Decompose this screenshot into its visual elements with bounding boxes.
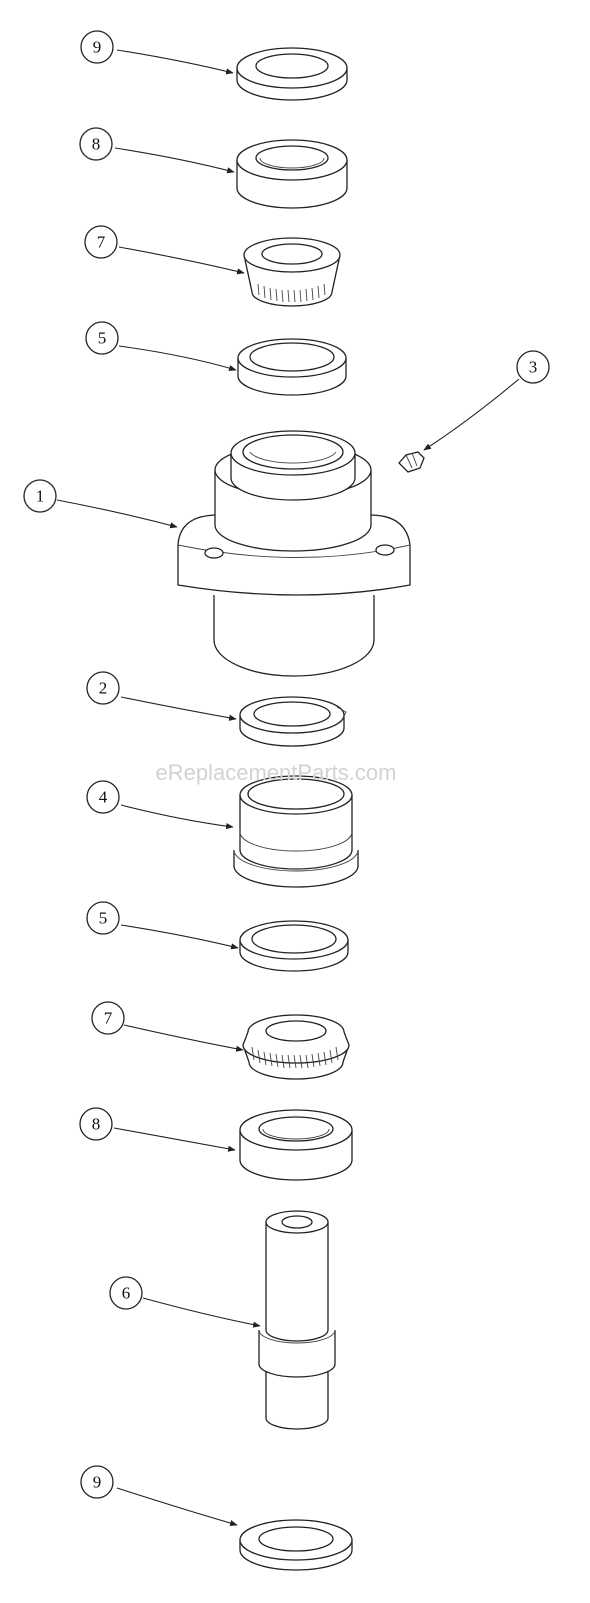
callout-1: 1 bbox=[23, 479, 57, 513]
svg-text:9: 9 bbox=[93, 1473, 102, 1492]
svg-text:6: 6 bbox=[122, 1284, 131, 1303]
part-4-spacer-sleeve bbox=[233, 775, 359, 888]
leader-line-3 bbox=[423, 378, 520, 451]
callout-9-top: 9 bbox=[80, 30, 114, 64]
svg-text:5: 5 bbox=[98, 329, 107, 348]
svg-text:8: 8 bbox=[92, 135, 101, 154]
svg-text:9: 9 bbox=[93, 38, 102, 57]
part-6-spindle-shaft bbox=[258, 1210, 336, 1430]
callout-5-top: 5 bbox=[85, 321, 119, 355]
callout-2: 2 bbox=[86, 671, 120, 705]
callout-7-bottom: 7 bbox=[91, 1001, 125, 1035]
part-5-bottom-bearing-cup bbox=[239, 920, 349, 972]
callout-3: 3 bbox=[516, 350, 550, 384]
svg-text:1: 1 bbox=[36, 487, 45, 506]
leader-line-2 bbox=[120, 696, 237, 721]
watermark-text: eReplacementParts.com bbox=[156, 760, 397, 785]
part-1-spindle-housing bbox=[177, 430, 411, 677]
callout-6: 6 bbox=[109, 1276, 143, 1310]
leader-line-7-bottom bbox=[123, 1024, 244, 1052]
part-8-top-bearing-race bbox=[236, 139, 348, 209]
leader-line-8-bottom bbox=[113, 1127, 236, 1152]
leader-line-7-top bbox=[118, 246, 245, 275]
svg-text:3: 3 bbox=[529, 358, 538, 377]
svg-text:7: 7 bbox=[104, 1009, 113, 1028]
part-8-bottom-bearing-race bbox=[239, 1109, 353, 1181]
callout-8-bottom: 8 bbox=[79, 1107, 113, 1141]
leader-line-5-bottom bbox=[120, 924, 239, 950]
leader-line-9-bottom bbox=[116, 1487, 238, 1527]
part-9-bottom-washer bbox=[239, 1519, 353, 1571]
callout-5-bottom: 5 bbox=[86, 901, 120, 935]
leader-line-8-top bbox=[114, 147, 235, 174]
leader-line-5-top bbox=[118, 345, 237, 372]
svg-text:2: 2 bbox=[99, 679, 108, 698]
part-7-top-roller-bearing bbox=[243, 237, 341, 307]
leader-line-9-top bbox=[116, 49, 234, 75]
svg-text:4: 4 bbox=[99, 788, 108, 807]
part-7-bottom-roller-bearing bbox=[242, 1014, 350, 1080]
leader-line-6 bbox=[142, 1297, 261, 1328]
part-3-grease-fitting bbox=[398, 451, 425, 473]
callout-7-top: 7 bbox=[84, 225, 118, 259]
leader-line-1 bbox=[56, 499, 178, 529]
part-5-top-bearing-cup bbox=[237, 338, 347, 396]
callout-8-top: 8 bbox=[79, 127, 113, 161]
svg-text:5: 5 bbox=[99, 909, 108, 928]
part-2-retaining-ring bbox=[239, 696, 347, 747]
callout-4: 4 bbox=[86, 780, 120, 814]
svg-text:8: 8 bbox=[92, 1115, 101, 1134]
svg-text:7: 7 bbox=[97, 233, 106, 252]
leader-line-4 bbox=[120, 804, 234, 830]
callout-9-bottom: 9 bbox=[80, 1465, 114, 1499]
leader-lines bbox=[56, 49, 520, 1527]
part-9-top-washer bbox=[236, 47, 348, 101]
